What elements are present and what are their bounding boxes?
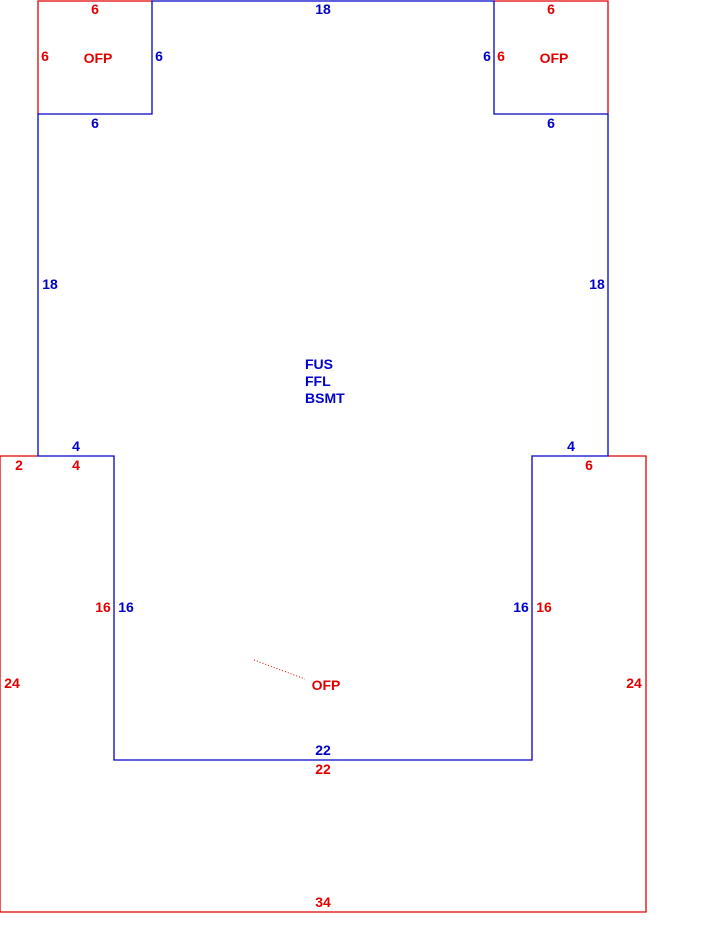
ofp-top-right-outline [494, 0, 609, 114]
ofp-bottom-label: OFP [311, 677, 341, 693]
dim-ofp-tr-bottom: 6 [547, 115, 555, 131]
dim-ofp-tr-left: 6 [483, 48, 491, 64]
dim-ofp-tr-right: 6 [497, 48, 505, 64]
dim-main-bottom-inner: 22 [315, 742, 331, 758]
main-area-line-3: BSMT [305, 390, 345, 406]
dim-ofp-tl-left: 6 [41, 48, 49, 64]
dim-ofp-tr-top: 6 [547, 1, 555, 17]
dim-ofp-right-step: 6 [585, 457, 593, 473]
dim-ofp-left-step-2: 2 [15, 457, 23, 473]
ofp-bottom-outline [0, 455, 647, 913]
dim-main-top: 18 [315, 1, 331, 17]
dim-ofp-right-inner: 16 [536, 599, 552, 615]
main-area-label: FUS FFL BSMT [305, 356, 345, 407]
dim-ofp-right-outer: 24 [626, 675, 642, 691]
main-area-line-2: FFL [305, 373, 331, 389]
ofp-top-left-label: OFP [83, 50, 113, 66]
dim-main-right-upper: 18 [589, 276, 605, 292]
ofp-top-left-outline [37, 0, 152, 114]
dim-main-left-step: 4 [72, 438, 80, 454]
dim-main-left-upper: 18 [42, 276, 58, 292]
dim-ofp-tl-bottom: 6 [91, 115, 99, 131]
ofp-top-right-label: OFP [539, 50, 569, 66]
main-area-line-1: FUS [305, 356, 333, 372]
dim-ofp-tl-right: 6 [155, 48, 163, 64]
dim-ofp-left-inner: 16 [95, 599, 111, 615]
dim-main-left-inner: 16 [118, 599, 134, 615]
dim-ofp-tl-top: 6 [91, 1, 99, 17]
dim-ofp-left-outer: 24 [4, 675, 20, 691]
dim-ofp-bottom: 34 [315, 894, 331, 910]
main-area-outline [37, 0, 609, 761]
ofp-leader-line [253, 659, 306, 680]
dim-ofp-inner-bottom: 22 [315, 761, 331, 777]
dim-main-right-inner: 16 [513, 599, 529, 615]
dim-ofp-left-step-4: 4 [72, 457, 80, 473]
dim-main-right-step: 4 [567, 438, 575, 454]
